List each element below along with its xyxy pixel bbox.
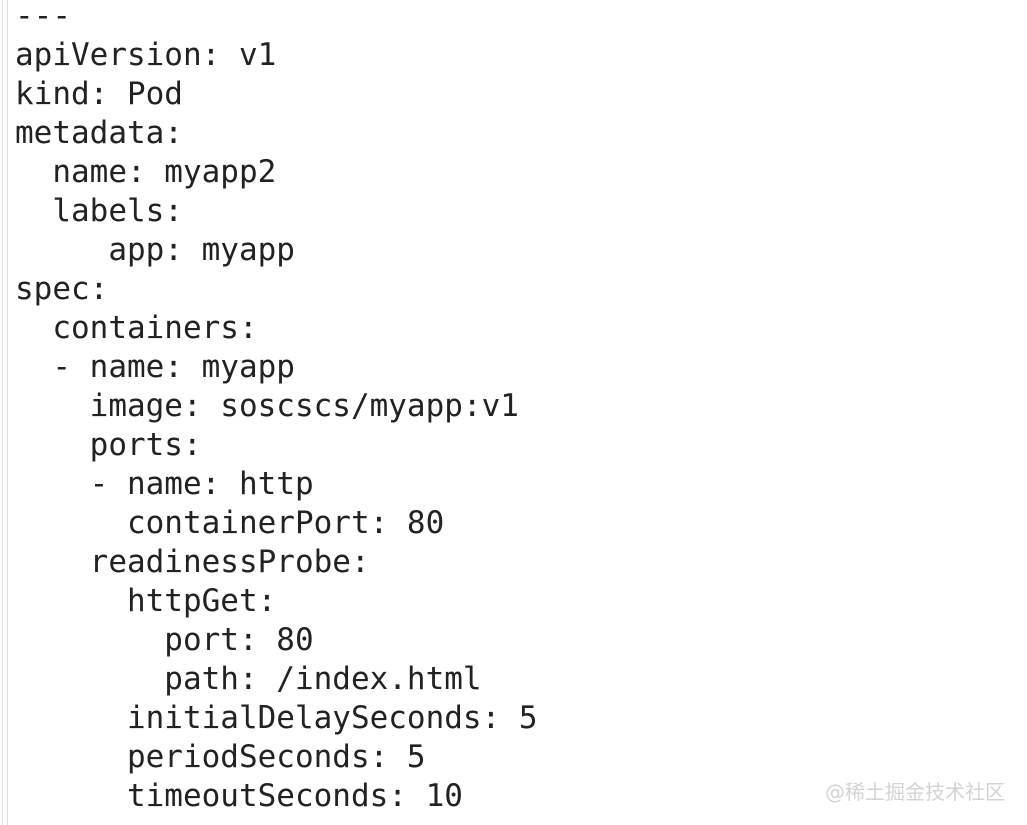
juejin-watermark: @稀土掘金技术社区 [825,780,1005,804]
left-border-inner-line [7,0,8,825]
left-border-outer-line [2,0,3,825]
yaml-pod-manifest-code: --- apiVersion: v1 kind: Pod metadata: n… [15,0,538,814]
